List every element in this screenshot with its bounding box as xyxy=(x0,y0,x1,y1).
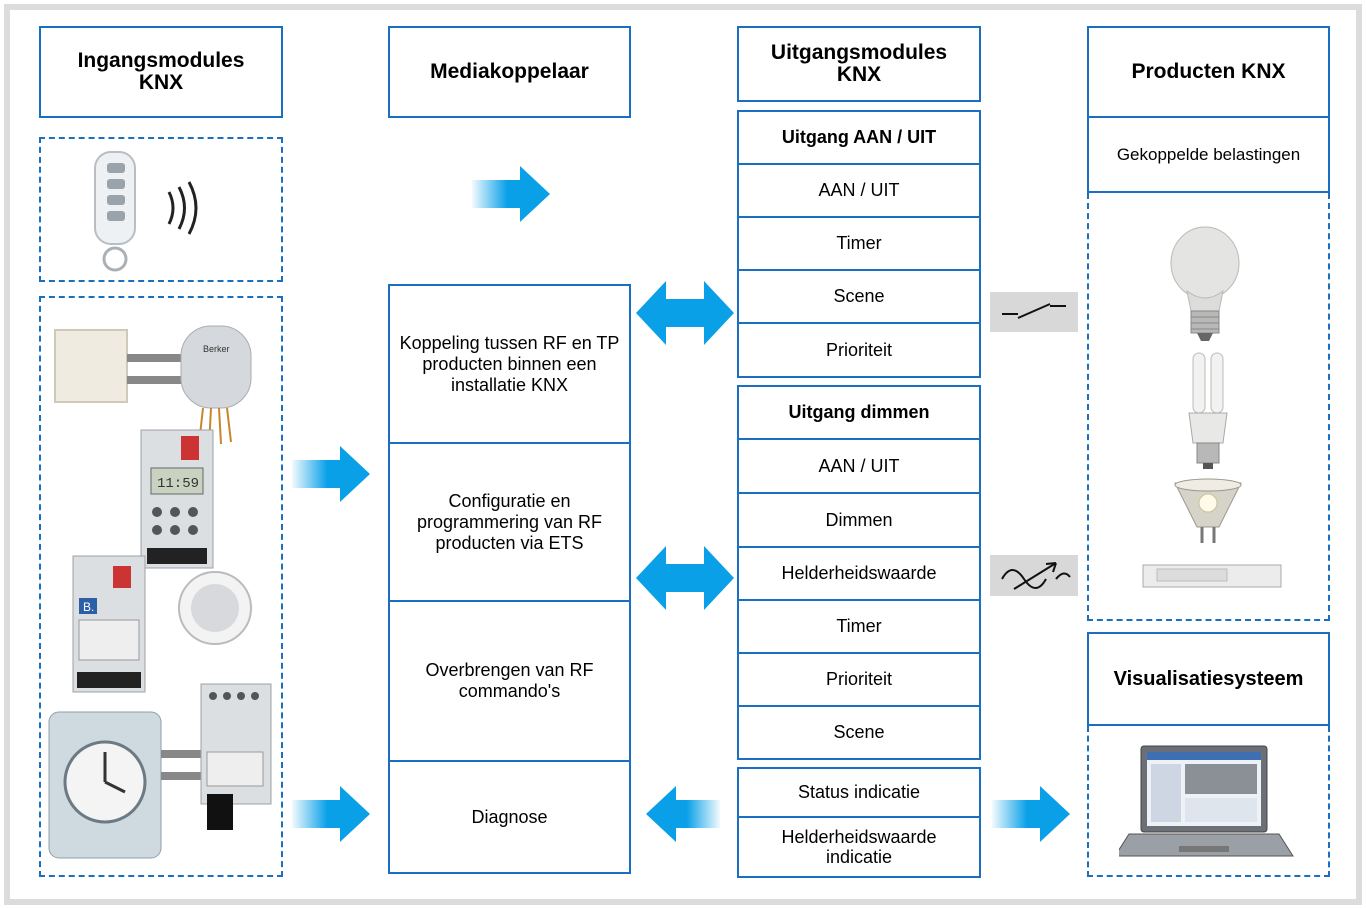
output-dim-item: Scene xyxy=(737,707,981,760)
motion-sensor-icon xyxy=(178,571,252,645)
arrow-right-icon xyxy=(292,446,370,502)
loads-panel xyxy=(1087,193,1330,621)
svg-text:11:59: 11:59 xyxy=(157,476,199,492)
analog-timer-icon xyxy=(48,711,201,859)
output-onoff-item: Prioriteit xyxy=(737,324,981,378)
switch-symbol-box xyxy=(990,292,1078,332)
double-arrow-icon xyxy=(636,281,734,345)
brightness-indication-cell: Helderheidswaarde indicatie xyxy=(737,818,981,878)
halogen-lamp-icon xyxy=(1174,478,1242,543)
arrow-right-icon xyxy=(472,166,550,222)
din-module-icon: B. xyxy=(72,555,146,693)
output-onoff-item: Scene xyxy=(737,271,981,324)
media-transfer-cell: Overbrengen van RF commando's xyxy=(388,600,631,762)
output-dim-title: Uitgang dimmen xyxy=(737,385,981,440)
visualisation-panel xyxy=(1087,726,1330,877)
timer-module-icon: 11:59 xyxy=(140,429,214,569)
products-header: Producten KNX xyxy=(1087,26,1330,118)
input-modules-header: Ingangsmodules KNX xyxy=(39,26,283,118)
output-modules-header: Uitgangsmodules KNX xyxy=(737,26,981,102)
lightbulb-icon xyxy=(1170,226,1240,341)
media-diagnose-cell: Diagnose xyxy=(388,760,631,874)
arrow-left-icon xyxy=(646,786,720,842)
output-onoff-item: Timer xyxy=(737,218,981,271)
remote-control-panel xyxy=(39,137,283,282)
output-dim-item: Helderheidswaarde xyxy=(737,548,981,601)
output-onoff-title: Uitgang AAN / UIT xyxy=(737,110,981,165)
switch-symbol-icon xyxy=(1002,303,1066,319)
remote-control-icon xyxy=(94,151,198,272)
media-coupling-cell: Koppeling tussen RF en TP producten binn… xyxy=(388,284,631,444)
arrow-right-icon xyxy=(992,786,1070,842)
switch-actuator-icon xyxy=(200,683,272,830)
status-indication-cell: Status indicatie xyxy=(737,767,981,818)
dimmer-symbol-icon xyxy=(1001,562,1071,590)
svg-text:B.: B. xyxy=(83,600,94,614)
visualisation-title: Visualisatiesysteem xyxy=(1087,632,1330,726)
ballast-icon xyxy=(1142,564,1282,588)
output-dim-item: Timer xyxy=(737,601,981,654)
wall-switch-icon: Berker xyxy=(54,325,252,446)
output-dim-item: Dimmen xyxy=(737,494,981,548)
cfl-bulb-icon xyxy=(1188,352,1228,469)
output-dim-item: Prioriteit xyxy=(737,654,981,707)
media-config-cell: Configuratie en programmering van RF pro… xyxy=(388,442,631,602)
dimmer-symbol-box xyxy=(990,555,1078,596)
arrow-right-icon xyxy=(292,786,370,842)
media-coupler-header: Mediakoppelaar xyxy=(388,26,631,118)
svg-text:Berker: Berker xyxy=(203,344,230,354)
output-dim-item: AAN / UIT xyxy=(737,440,981,494)
double-arrow-icon xyxy=(636,546,734,610)
tp-devices-panel: Berker 11:59 B. xyxy=(39,296,283,877)
connected-loads-title: Gekoppelde belastingen xyxy=(1087,116,1330,193)
output-onoff-item: AAN / UIT xyxy=(737,165,981,218)
laptop-icon xyxy=(1119,745,1294,857)
